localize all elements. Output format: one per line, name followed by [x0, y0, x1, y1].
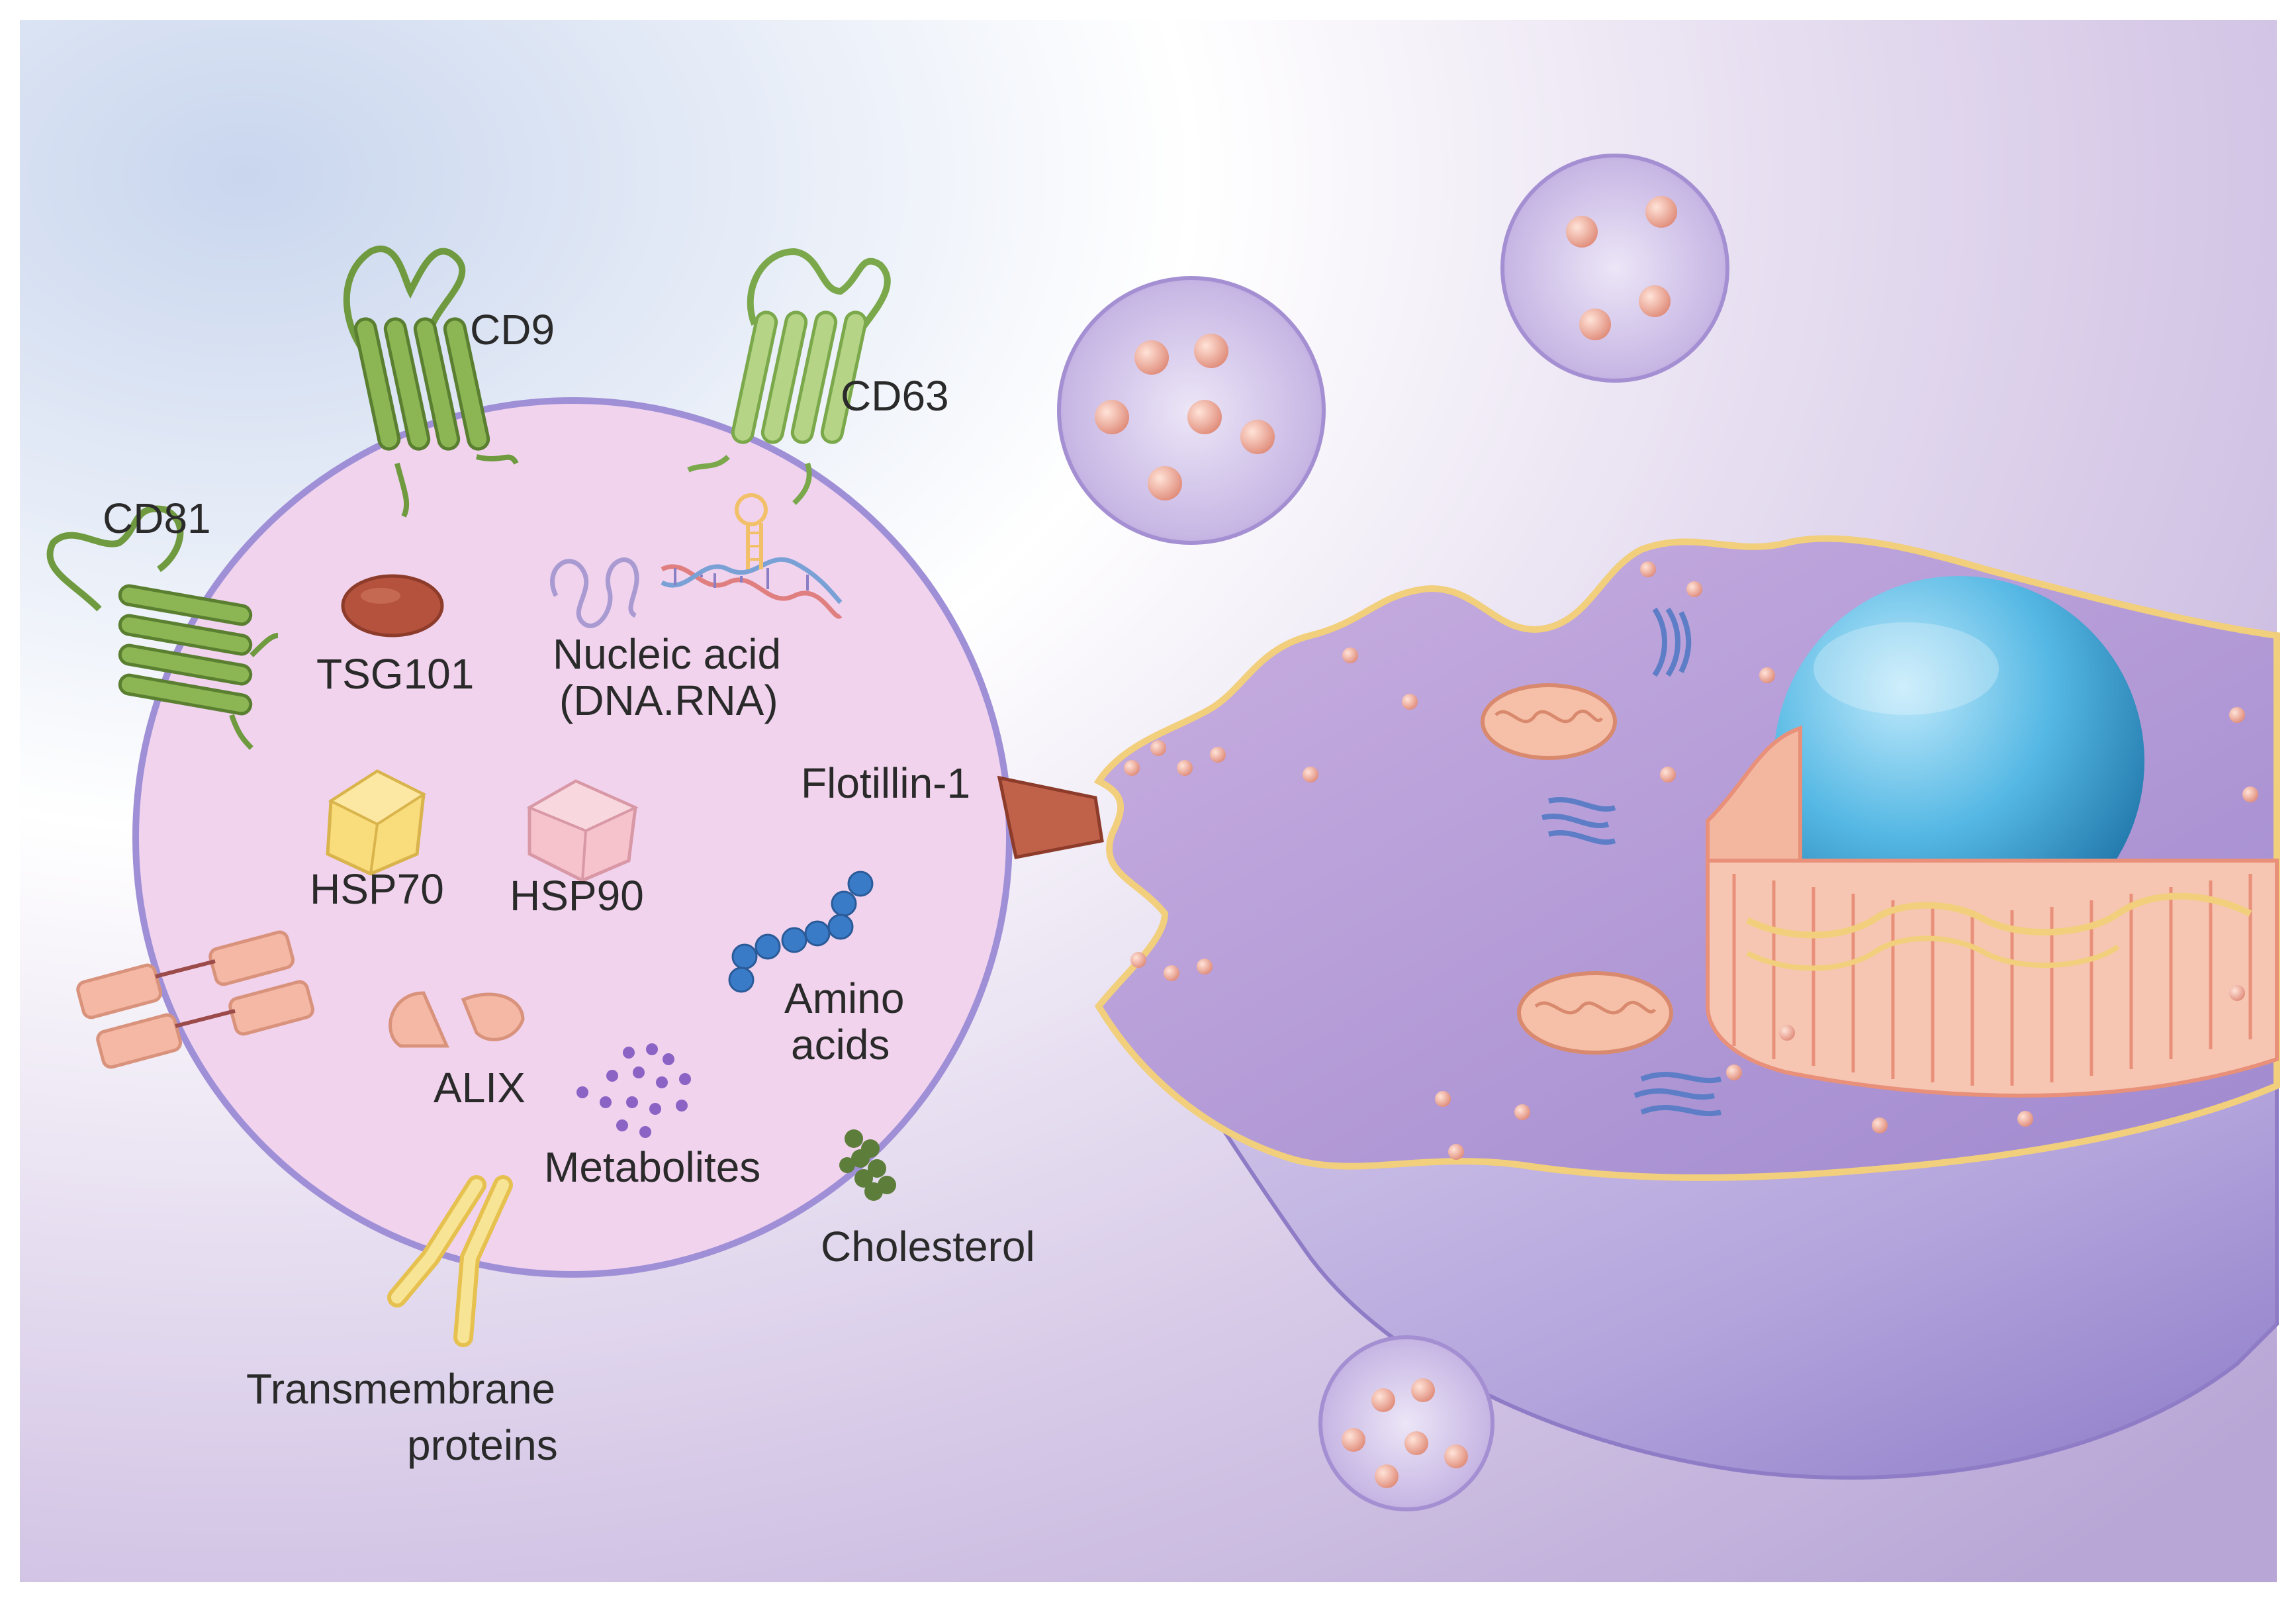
label-transmembrane: Transmembrane [246, 1365, 555, 1413]
exosome-medium [1500, 154, 1729, 383]
exosome-large [1057, 276, 1326, 545]
flotillin-1-icon [997, 775, 1104, 859]
metabolites-icon [576, 1043, 691, 1138]
cd63-protein [687, 248, 891, 505]
label-cd9: CD9 [470, 306, 555, 354]
hairpin-rna-icon [735, 493, 768, 569]
label-flotillin-1: Flotillin-1 [801, 759, 970, 807]
mitochondrion-1 [1481, 683, 1617, 760]
label-nucleic-acid-types: (DNA.RNA) [559, 677, 778, 724]
transmembrane-protein-icon [387, 1175, 513, 1347]
label-hsp70: HSP70 [310, 865, 444, 913]
label-tsg101: TSG101 [316, 650, 474, 698]
golgi-apparatus-2 [1541, 797, 1616, 845]
golgi-apparatus-1 [1652, 607, 1692, 677]
parent-cell [1093, 535, 2280, 1480]
label-acids: acids [791, 1021, 890, 1068]
receptor-dimer-icon [76, 930, 315, 1069]
amino-acids-icon [728, 871, 874, 993]
golgi-apparatus-3 [1633, 1071, 1722, 1117]
label-alix: ALIX [434, 1064, 526, 1112]
tsg101-icon [341, 574, 444, 638]
cholesterol-icon [839, 1129, 896, 1201]
nucleus-highlight [1814, 622, 1999, 715]
alix-icon [389, 991, 525, 1048]
label-cd63: CD63 [841, 372, 949, 420]
label-nucleic-acid: Nucleic acid [553, 630, 781, 678]
nucleus [1774, 576, 2144, 947]
cd9-protein [343, 246, 519, 518]
endoplasmic-reticulum [1706, 725, 2279, 1098]
label-cd81: CD81 [103, 495, 211, 542]
hsp90-icon [526, 779, 639, 882]
label-amino: Amino [784, 974, 904, 1022]
label-metabolites: Metabolites [544, 1143, 760, 1191]
cytoplasmic-vesicles [1124, 561, 2258, 1160]
exosome-small [1318, 1335, 1494, 1511]
rna-strand-icon [550, 557, 639, 628]
dna-helix-icon [661, 557, 843, 619]
label-proteins: proteins [407, 1421, 558, 1469]
mitochondrion-2 [1517, 971, 1673, 1055]
cd81-protein [46, 505, 279, 750]
label-hsp90: HSP90 [510, 872, 644, 920]
label-cholesterol: Cholesterol [821, 1223, 1035, 1270]
hsp70-icon [326, 769, 427, 876]
